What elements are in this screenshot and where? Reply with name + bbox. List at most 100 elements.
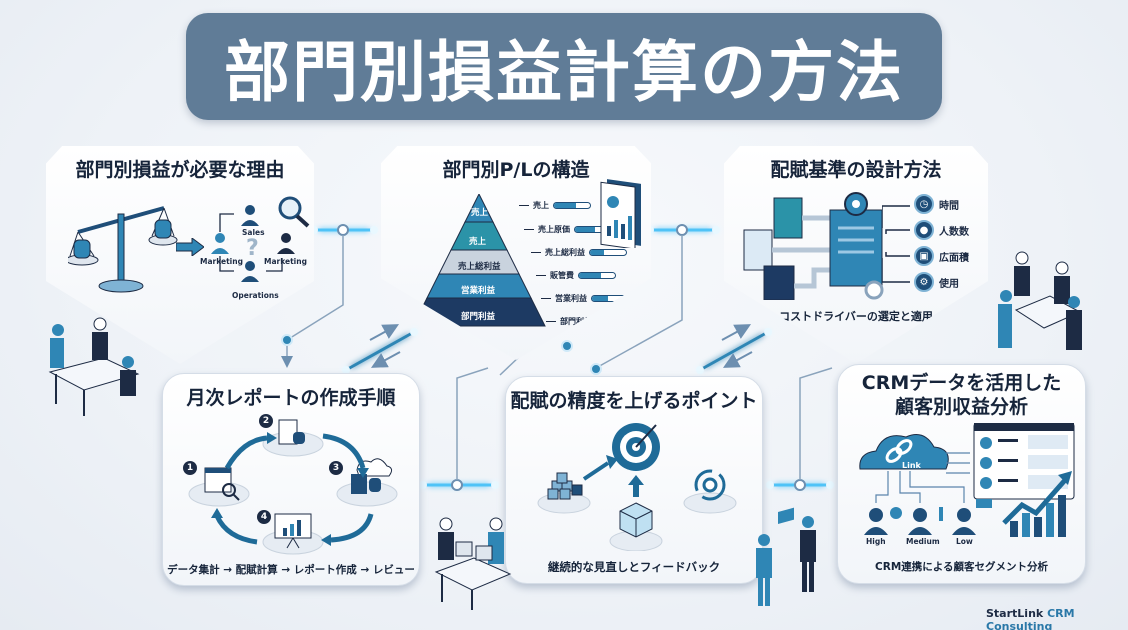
pyramid-layer: 売上	[471, 208, 489, 218]
pl-pyramid	[412, 194, 546, 327]
card-title-line1: CRMデータを活用した	[861, 372, 1062, 394]
driver-label: 時間	[939, 200, 959, 212]
page-title: 部門別損益計算の方法	[224, 33, 904, 111]
discussion-pair-illustration	[756, 507, 816, 606]
link-node	[451, 479, 463, 491]
refresh-gear-icon	[694, 469, 726, 501]
link-node	[337, 224, 349, 236]
diag-link-right	[696, 328, 772, 374]
card-title-line2: 顧客別収益分析	[894, 396, 1028, 418]
step-number: 2	[259, 414, 273, 428]
meeting-team-illustration	[48, 317, 140, 416]
legend-dash	[546, 320, 556, 323]
card-caption: コストドライバーの選定と適用	[779, 310, 933, 323]
person-icon	[241, 205, 259, 226]
growth-chart-icon	[1002, 471, 1072, 537]
card-title: 部門別損益が必要な理由	[75, 159, 285, 181]
clock-icon: ◷	[914, 194, 934, 214]
link-node	[676, 224, 688, 236]
pl-legend-row: 販管費	[536, 270, 616, 281]
balance-scale-icon	[68, 206, 178, 293]
gear-icon	[864, 280, 884, 300]
driver-item: ▣ 広面積	[914, 246, 969, 266]
segment-label-high: High	[866, 537, 886, 546]
pl-legend-bar-fill	[592, 296, 609, 301]
driver-item: ● 人数数	[914, 220, 969, 240]
card-title: 配賦の精度を上げるポイント	[510, 390, 758, 412]
pl-legend-row: 売上	[519, 200, 591, 211]
role-operations: Operations	[232, 291, 279, 300]
person-icon	[211, 233, 229, 254]
legend-dash	[519, 204, 529, 207]
step-number: 3	[329, 461, 343, 475]
pyramid-layer: 売上	[469, 237, 487, 247]
segment-label-low: Low	[956, 537, 973, 546]
driver-label: 広面積	[939, 252, 969, 264]
card-title: 部門別P/Lの構造	[442, 159, 590, 181]
brand-footer: StartLink CRM Consulting	[986, 607, 1128, 630]
cube-icon	[619, 502, 653, 538]
blocks-icon	[547, 472, 583, 500]
legend-dash	[541, 297, 551, 300]
card-caption: CRM連携による顧客セグメント分析	[875, 561, 1048, 573]
desk-workers-illustration	[434, 517, 512, 610]
report-cycle-diagram	[188, 419, 398, 555]
legend-dash	[531, 251, 541, 254]
card-monthly-report: 月次レポートの作成手順 1 2 3 4 データ集計 → 配賦計算 → レポート作…	[162, 373, 420, 586]
org-flow-diagram	[211, 196, 310, 282]
gear-icon: ⚙	[914, 272, 934, 292]
card-caption: データ集計 → 配賦計算 → レポート作成 → レビュー	[167, 564, 415, 576]
calendar-search-icon	[204, 467, 240, 501]
step-number: 4	[257, 510, 271, 524]
planning-team-illustration	[998, 251, 1082, 350]
pl-legend-label: 営業利益	[555, 294, 587, 303]
title-banner: 部門別損益計算の方法	[186, 13, 942, 120]
role-marketing-left: Marketing	[200, 257, 243, 266]
magnifier-icon	[278, 196, 302, 220]
legend-dash	[536, 274, 546, 277]
pl-legend-label: 部門利益	[560, 317, 592, 326]
customer-list-panel	[973, 423, 1075, 500]
buildings-server-icon	[743, 192, 884, 300]
brand-suffix: CRM Consulting	[986, 607, 1075, 630]
link-node	[561, 340, 573, 352]
card-caption: 継続的な見直しとフィードバック	[547, 560, 721, 574]
segment-people-icons	[864, 499, 992, 535]
crm-diagram	[859, 423, 1075, 537]
pl-legend-label: 売上	[533, 201, 549, 210]
pl-legend-row: 売上総利益	[531, 247, 627, 258]
pl-legend-bar-fill	[579, 273, 601, 278]
driver-item: ◷ 時間	[914, 194, 959, 214]
driver-label: 人数数	[939, 226, 969, 238]
driver-arrows	[882, 205, 910, 283]
diag-link-left	[342, 328, 418, 374]
presentation-chart-icon	[274, 513, 312, 549]
arrow-right-icon	[176, 238, 204, 256]
pl-legend-bar-fill	[590, 250, 605, 255]
question-icon: ?	[246, 236, 259, 261]
legend-dash	[524, 228, 534, 231]
pyramid-layer: 部門利益	[461, 312, 496, 322]
card-crm-customer-analysis: CRMデータを活用した 顧客別収益分析 Link High Medium Low…	[837, 364, 1086, 584]
brand-name: StartLink	[986, 607, 1044, 620]
area-icon: ▣	[914, 246, 934, 266]
document-database-icon	[278, 419, 305, 445]
driver-label: 使用	[939, 278, 959, 290]
pl-legend-bar-fill	[575, 227, 595, 232]
person-icon	[277, 233, 295, 254]
card-title: 月次レポートの作成手順	[186, 387, 396, 409]
card-pl-structure: 部門別P/Lの構造 売上 売上 売上総利益 営業利益 部門利益 売上売上原価売上…	[381, 146, 651, 360]
pyramid-layer: 営業利益	[461, 286, 496, 296]
report-chart-icon	[600, 179, 641, 248]
pl-legend-bar	[589, 249, 627, 256]
pl-legend-bar	[553, 202, 591, 209]
person-icon: ●	[914, 220, 934, 240]
segment-label-medium: Medium	[906, 537, 940, 546]
link-node	[281, 334, 293, 346]
role-sales: Sales	[242, 228, 265, 237]
pl-legend-label: 販管費	[550, 271, 574, 280]
pl-legend-bar	[578, 272, 616, 279]
accuracy-diagram	[537, 423, 737, 551]
role-marketing-right: Marketing	[264, 257, 307, 266]
pl-legend-bar-fill	[554, 203, 576, 208]
